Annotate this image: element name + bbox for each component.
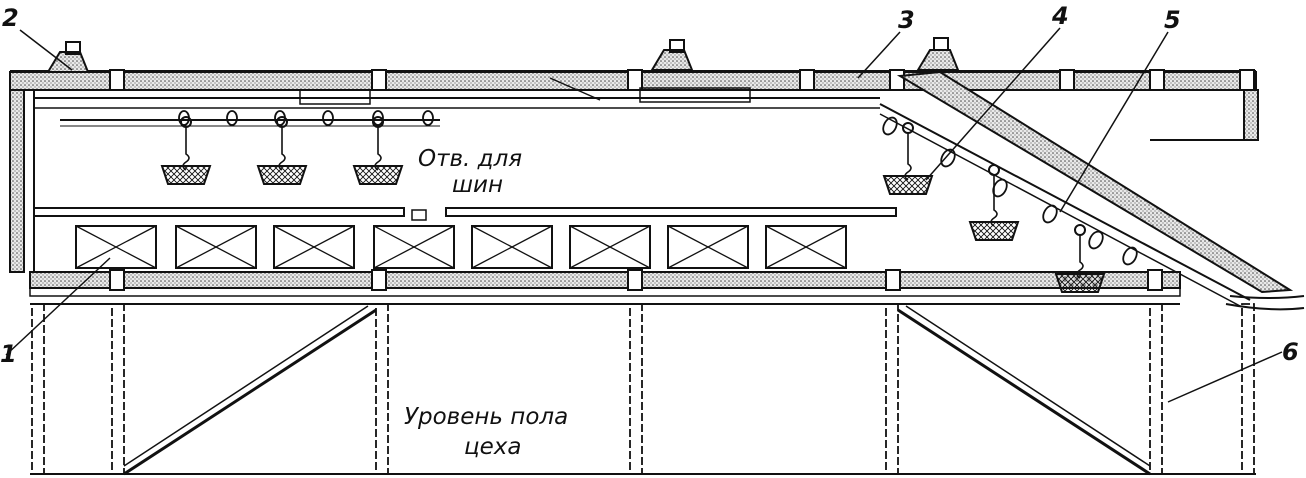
- leader-1: [5, 257, 111, 356]
- heater-block: [373, 225, 455, 269]
- roof-joint: [109, 69, 125, 91]
- tire-opening-label: Отв. для: [418, 146, 522, 172]
- right-wall: [1150, 89, 1259, 141]
- heater-block: [569, 225, 651, 269]
- floor-joint: [1147, 269, 1163, 291]
- conveyor-trolley: [274, 110, 286, 126]
- leader-2: [19, 29, 73, 71]
- floor-level-label-2: цеха: [464, 434, 522, 460]
- support-column: [885, 303, 899, 475]
- tire-baskets: [160, 110, 1138, 293]
- diagonal-brace: [905, 305, 1151, 467]
- floor-level-label: Уровень пола: [404, 404, 568, 430]
- conveyor-trolley: [226, 110, 238, 126]
- chute-trolley: [882, 116, 898, 136]
- conveyor-trolley: [422, 110, 434, 126]
- heater-block: [471, 225, 553, 269]
- roof-joints: [109, 69, 1255, 91]
- tire-basket: [1054, 224, 1106, 293]
- tire-basket: [160, 116, 212, 185]
- heater-blocks: [75, 225, 847, 269]
- tire-opening-label-2: шин: [452, 172, 503, 198]
- callout-2: 2: [2, 4, 19, 32]
- leader-3: [857, 31, 901, 79]
- chute-trolley: [1088, 230, 1104, 250]
- leader-4: [925, 27, 1061, 181]
- floor-joint: [885, 269, 901, 291]
- floor-insulation: [29, 271, 1181, 305]
- chute-trolley: [992, 178, 1008, 198]
- heater-block: [75, 225, 157, 269]
- support-column: [1149, 303, 1163, 475]
- leader-5: [1059, 31, 1169, 213]
- roof-joint: [371, 69, 387, 91]
- support-frame: [30, 303, 1256, 476]
- roof-joint: [889, 69, 905, 91]
- diagonal-brace: [123, 308, 377, 476]
- leader-6: [1167, 351, 1283, 403]
- roof-joint: [1149, 69, 1165, 91]
- roof-joint: [1059, 69, 1075, 91]
- tire-basket: [256, 116, 308, 185]
- drive-unit: [46, 41, 90, 73]
- callout-5: 5: [1164, 6, 1181, 34]
- roof-joint: [627, 69, 643, 91]
- callout-1-label: 1: [0, 340, 17, 368]
- chute-trolley: [940, 148, 956, 168]
- conveyor-trolley: [178, 110, 190, 126]
- inclined-chute: [879, 70, 1305, 311]
- chute-trolley: [1042, 204, 1058, 224]
- support-column: [1241, 303, 1255, 475]
- floor-joint: [109, 269, 125, 291]
- heater-block: [667, 225, 749, 269]
- overhead-conveyor: [34, 77, 880, 127]
- floor-joints: [109, 269, 1163, 291]
- diagonal-brace: [123, 305, 369, 467]
- middle-shelf: [33, 207, 897, 221]
- conveyor-trolley: [372, 110, 384, 126]
- support-column: [629, 303, 643, 475]
- floor-joint: [371, 269, 387, 291]
- support-column: [375, 303, 389, 475]
- drive-unit: [916, 37, 960, 71]
- tire-basket: [882, 122, 934, 195]
- tire-basket: [968, 164, 1020, 241]
- callout-6: 6: [1282, 338, 1299, 366]
- roof-joint: [799, 69, 815, 91]
- tire-basket: [352, 116, 404, 185]
- conveyor-trolley: [322, 110, 334, 126]
- chute-trolley: [1122, 246, 1138, 266]
- callout-3: 3: [898, 6, 915, 34]
- drive-unit: [650, 39, 694, 71]
- floor-joint: [627, 269, 643, 291]
- left-wall: [9, 89, 35, 273]
- heater-block: [273, 225, 355, 269]
- diagonal-brace: [897, 308, 1151, 476]
- heater-block: [175, 225, 257, 269]
- roof-joint: [1239, 69, 1255, 91]
- callout-4: 4: [1051, 2, 1069, 30]
- support-column: [111, 303, 125, 475]
- heater-block: [765, 225, 847, 269]
